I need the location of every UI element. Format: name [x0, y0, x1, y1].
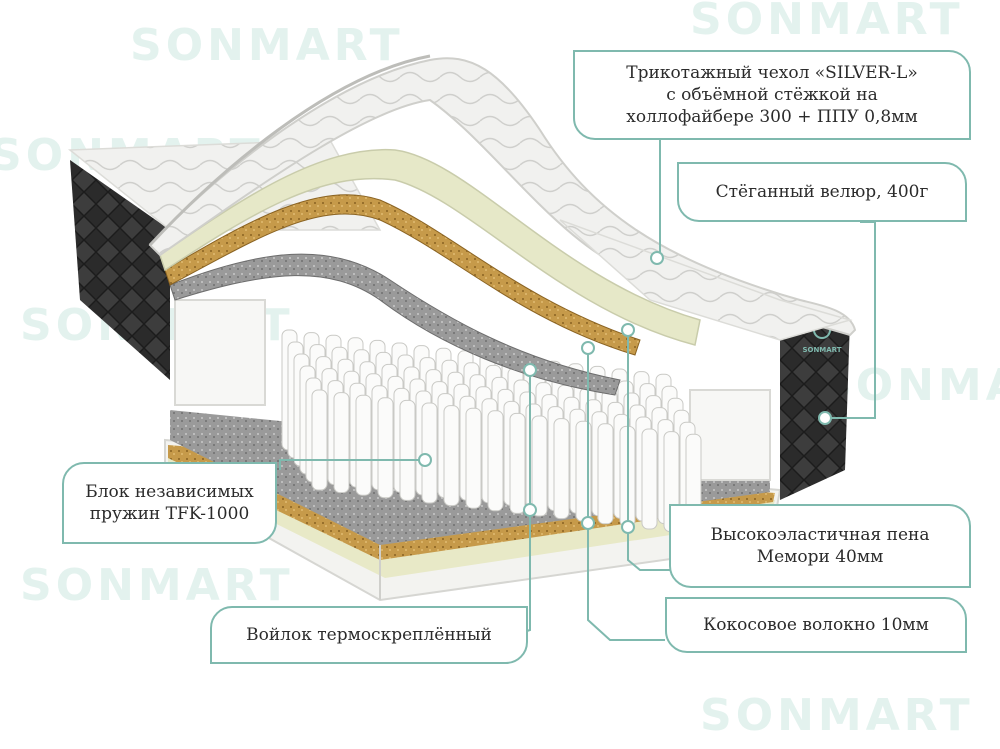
watermark: SONMART — [130, 20, 404, 71]
spring-pocket — [399, 399, 416, 501]
marker-felt-bottom — [523, 503, 537, 517]
peeled-layers — [148, 54, 857, 396]
spring-pocket — [443, 405, 460, 507]
watermark: SONMART — [20, 560, 294, 611]
spring-pocket — [311, 389, 328, 491]
marker-coconut-top — [581, 341, 595, 355]
marker-cover — [650, 251, 664, 265]
marker-velour — [818, 411, 832, 425]
spring-pocket — [641, 428, 658, 530]
callout-memory-line: Высокоэластичная пена — [710, 525, 930, 545]
marker-springs — [418, 453, 432, 467]
callout-markers — [418, 251, 832, 534]
callout-springs: Блок независимых пружин TFK-1000 — [62, 462, 277, 544]
callout-coconut: Кокосовое волокно 10мм — [665, 597, 967, 653]
product-label: SONMART — [802, 346, 841, 354]
callout-cover: Трикотажный чехол «SILVER-L» с объёмной … — [573, 50, 971, 140]
callout-felt-line: Войлок термоскреплённый — [246, 625, 492, 645]
callout-velour-line: Стёганный велюр, 400г — [715, 182, 929, 202]
callout-memory-line: Мемори 40мм — [756, 547, 884, 567]
mattress-right-side — [780, 320, 850, 500]
callout-memory: Высокоэластичная пена Мемори 40мм — [669, 504, 971, 588]
spring-pocket — [355, 394, 372, 496]
callout-felt: Войлок термоскреплённый — [210, 606, 528, 664]
spring-pocket — [597, 423, 614, 525]
spring-pocket — [531, 415, 548, 517]
callout-springs-line: пружин TFK-1000 — [89, 504, 250, 524]
callout-coconut-line: Кокосовое волокно 10мм — [703, 615, 929, 635]
foam-block-right — [689, 389, 771, 481]
spring-pocket — [333, 392, 350, 494]
watermark: SONMART — [820, 360, 1000, 411]
watermark: SONMART — [700, 690, 974, 741]
callout-cover-line: Трикотажный чехол «SILVER-L» — [626, 63, 918, 83]
marker-coconut-bottom — [581, 516, 595, 530]
foam-block-left — [174, 299, 266, 406]
callout-cover-line: с объёмной стёжкой на — [666, 85, 878, 105]
callout-velour: Стёганный велюр, 400г — [677, 162, 967, 222]
marker-memory-bottom — [621, 520, 635, 534]
spring-pocket — [509, 412, 526, 514]
spring-pocket — [487, 410, 504, 512]
spring-pocket — [377, 397, 394, 499]
spring-pocket — [465, 407, 482, 509]
spring-block — [281, 329, 702, 535]
spring-pocket — [553, 418, 570, 520]
callout-springs-line: Блок независимых — [85, 482, 254, 502]
watermark: SONMART — [690, 0, 964, 45]
callout-cover-line: холлофайбере 300 + ППУ 0,8мм — [626, 107, 918, 127]
marker-memory-top — [621, 323, 635, 337]
marker-felt-top — [523, 363, 537, 377]
leader-lines — [279, 140, 876, 641]
spring-pocket — [421, 402, 438, 504]
